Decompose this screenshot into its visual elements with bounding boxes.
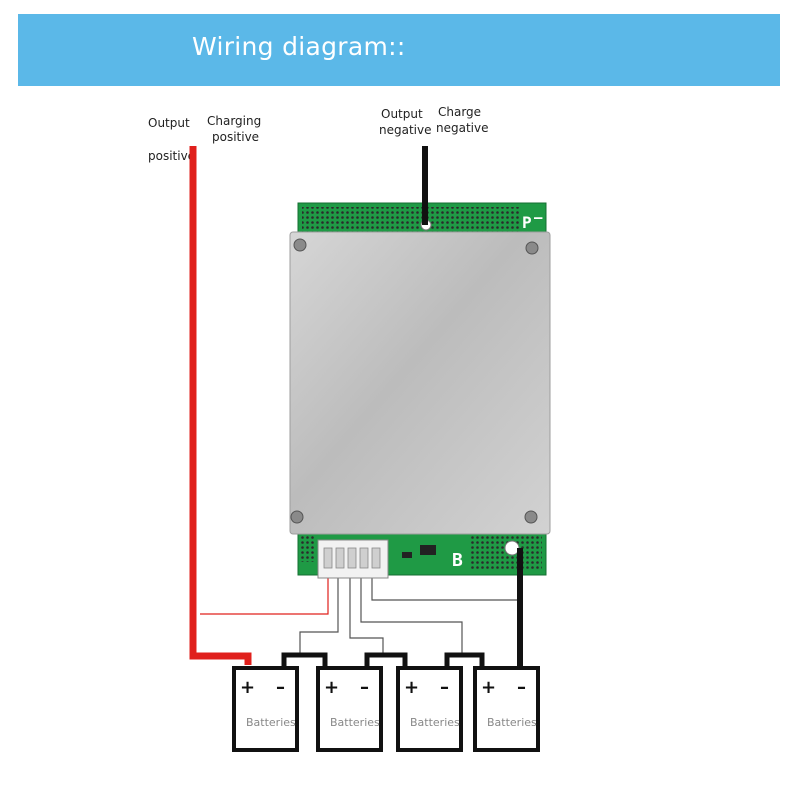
screw-top-right-icon <box>525 241 539 255</box>
output-positive-label: Output <box>148 116 190 130</box>
header-banner: Wiring diagram:: <box>18 14 780 86</box>
charge-negative-label-2: negative <box>436 121 488 135</box>
series-link-2 <box>364 652 408 668</box>
terminal-b-label: B <box>452 550 463 571</box>
balance-wire-2 <box>349 575 384 655</box>
positive-wire <box>189 146 252 665</box>
battery-2-label: Batteries <box>330 716 380 729</box>
pcb-chip-2 <box>402 552 412 558</box>
battery-3: + – Batteries <box>396 666 463 752</box>
output-positive-label-2: positive <box>148 149 195 163</box>
terminal-p-sign: – <box>534 210 543 226</box>
pcb-chip <box>420 545 436 555</box>
battery-4-plus: + <box>481 677 496 698</box>
screw-bottom-right-icon <box>524 510 538 524</box>
charging-positive-label: Charging <box>207 114 261 128</box>
heatsink-screws <box>290 238 539 524</box>
output-negative-label: Output <box>381 107 423 121</box>
charge-negative-label: Charge <box>438 105 481 119</box>
terminal-p-label: P <box>522 213 532 232</box>
output-negative-label-2: negative <box>379 123 431 137</box>
balance-connector-pins <box>323 547 381 569</box>
battery-2: + – Batteries <box>316 666 383 752</box>
battery-1: + – Batteries <box>232 666 299 752</box>
battery-1-plus: + <box>240 677 255 698</box>
series-link-3 <box>444 652 485 668</box>
balance-wire-3 <box>360 575 463 655</box>
battery-3-label: Batteries <box>410 716 460 729</box>
balance-wire-1 <box>299 575 339 655</box>
balance-wire-4 <box>371 575 520 601</box>
battery-2-plus: + <box>324 677 339 698</box>
balance-wires <box>200 575 520 655</box>
sense-wire-positive <box>200 575 329 615</box>
battery-pack: + – Batteries + – Batteries + – Batterie… <box>232 666 540 752</box>
main-wires <box>189 146 523 668</box>
page-title: Wiring diagram:: <box>192 32 406 61</box>
battery-1-minus: – <box>276 677 285 698</box>
battery-2-minus: – <box>360 677 369 698</box>
battery-4-minus: – <box>517 677 526 698</box>
bms-board: P – B <box>289 202 551 579</box>
battery-4: + – Batteries <box>473 666 540 752</box>
battery-4-label: Batteries <box>487 716 537 729</box>
battery-1-label: Batteries <box>246 716 296 729</box>
charging-positive-label-2: positive <box>212 130 259 144</box>
pcb-top-holes <box>302 207 520 233</box>
screw-bottom-left-icon <box>290 510 304 524</box>
pcb-bottom-left-holes <box>300 532 316 562</box>
battery-3-minus: – <box>440 677 449 698</box>
screw-top-left-icon <box>293 238 307 252</box>
series-link-1 <box>281 652 328 668</box>
heatsink <box>289 231 551 535</box>
battery-3-plus: + <box>404 677 419 698</box>
b-minus-terminal <box>504 540 520 556</box>
